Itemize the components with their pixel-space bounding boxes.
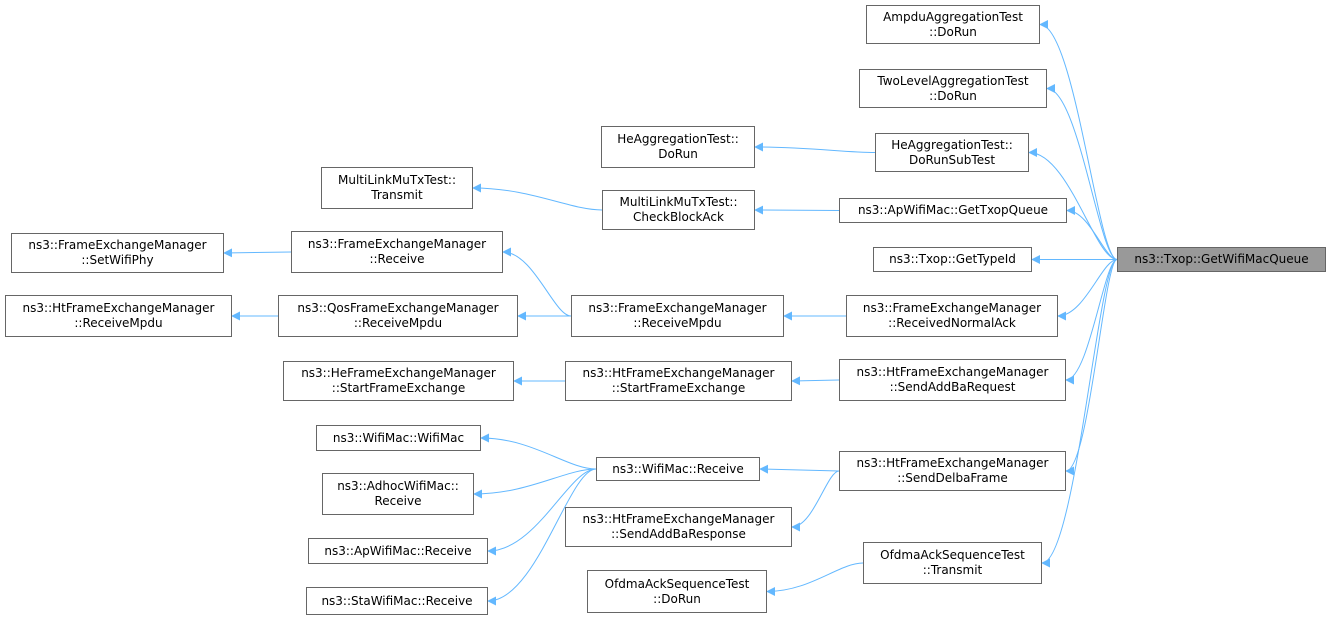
node-label-line: ns3::HtFrameExchangeManager [582,366,775,380]
node-label-line: ns3::WifiMac::WifiMac [332,430,465,445]
call-edge-n11-n10 [502,247,572,317]
call-edge-n1-n0 [1039,20,1118,260]
caller-function-node[interactable]: ns3::HtFrameExchangeManager::SendDelbaFr… [839,451,1066,491]
node-label-line: DoRun [658,147,698,161]
call-edge-n23-n20 [487,468,597,556]
caller-function-node[interactable]: MultiLinkMuTxTest::Transmit [321,167,473,209]
node-label-line: ::ReceivedNormalAck [888,316,1016,330]
call-edge-n24-n20 [487,468,597,606]
call-edge-n2-n0 [1046,84,1118,260]
node-label-line: ::ReceiveMpdu [74,316,163,330]
caller-function-node[interactable]: ns3::ApWifiMac::GetTxopQueue [839,198,1067,223]
node-label-line: ::SendAddBaRequest [889,380,1016,394]
node-label-line: ns3::Txop::GetWifiMacQueue [1134,252,1309,266]
node-label-line: ns3::FrameExchangeManager [862,301,1042,315]
node-label-line: ns3::HtFrameExchangeManager [856,365,1049,379]
caller-function-node[interactable]: AmpduAggregationTest::DoRun [866,5,1040,44]
caller-function-node[interactable]: HeAggregationTest::DoRun [601,126,755,168]
node-label-line: ::DoRun [929,24,977,39]
node-label-line: ns3::StaWifiMac::Receive [321,593,473,608]
node-label-line: ::DoRun [653,591,701,606]
node-label-line: ::ReceiveMpdu [353,316,443,330]
caller-function-node[interactable]: ns3::FrameExchangeManager::Receive [291,231,503,273]
node-label-line: ns3::QosFrameExchangeManager [297,301,499,315]
caller-function-node[interactable]: ns3::FrameExchangeManager::SetWifiPhy [11,233,224,273]
node-label-line: ns3::WifiMac::Receive [612,461,744,476]
node-label-line: ::DoRun [929,88,977,103]
caller-function-node[interactable]: ns3::FrameExchangeManager::ReceivedNorma… [846,295,1058,337]
caller-function-node[interactable]: TwoLevelAggregationTest::DoRun [859,69,1047,108]
node-label-line: ::StartFrameExchange [611,381,746,395]
caller-function-node[interactable]: ns3::StaWifiMac::Receive [306,587,488,615]
node-label-line: MultiLinkMuTxTest:: [337,173,456,187]
caller-function-node[interactable]: ns3::Txop::GetTypeId [873,247,1032,272]
call-edge-n7-n6 [472,183,603,211]
caller-function-node[interactable]: ns3::HtFrameExchangeManager::SendAddBaRe… [839,359,1066,401]
caller-function-node[interactable]: ns3::HtFrameExchangeManager::ReceiveMpdu [5,295,232,337]
call-edge-n3-n0 [1028,148,1118,260]
caller-function-node[interactable]: ns3::WifiMac::Receive [596,457,760,481]
node-label-line: ns3::HtFrameExchangeManager [22,301,215,315]
call-edge-n12-n11 [223,248,292,258]
node-label-line: ns3::FrameExchangeManager [28,238,207,252]
caller-function-node[interactable]: ns3::WifiMac::WifiMac [316,425,481,451]
caller-function-node[interactable]: ns3::QosFrameExchangeManager::ReceiveMpd… [278,295,518,337]
caller-function-node[interactable]: OfdmaAckSequenceTest::DoRun [587,570,767,613]
caller-function-node[interactable]: ns3::FrameExchangeManager::ReceiveMpdu [571,295,784,337]
caller-function-node[interactable]: ns3::AdhocWifiMac::Receive [322,473,474,515]
node-label-line: ns3::FrameExchangeManager [588,301,767,315]
node-label-line: OfdmaAckSequenceTest [604,576,750,591]
node-label-line: ns3::AdhocWifiMac:: [337,479,459,493]
call-edge-n26-n25 [766,562,864,596]
node-label-line: ns3::HtFrameExchangeManager [582,512,775,526]
node-label-line: ::ReceiveMpdu [633,316,722,330]
caller-function-node[interactable]: ns3::HeFrameExchangeManager::StartFrameE… [283,361,514,401]
node-label-line: ns3::Txop::GetTypeId [889,252,1016,266]
node-label-line: ::Receive [369,252,425,266]
caller-function-node[interactable]: ns3::ApWifiMac::Receive [308,538,488,564]
call-edge-n20-n18 [759,464,840,474]
call-edge-n19-n18 [791,470,840,532]
call-edge-n4-n3 [754,142,876,153]
node-label-line: ::SetWifiPhy [81,253,154,267]
node-label-line: ::SendAddBaResponse [611,527,746,541]
node-label-line: CheckBlockAck [633,210,724,224]
caller-function-node[interactable]: OfdmaAckSequenceTest::Transmit [863,542,1042,584]
node-label-line: ns3::HeFrameExchangeManager [301,366,496,380]
node-label-line: ::StartFrameExchange [331,381,466,395]
node-label-line: OfdmaAckSequenceTest [880,548,1025,562]
call-edge-n9-n0 [1057,259,1118,321]
node-label-line: ::SendDelbaFrame [897,471,1008,485]
node-label-line: ns3::ApWifiMac::Receive [324,543,472,558]
node-label-line: MultiLinkMuTxTest:: [619,195,738,209]
node-label-line: AmpduAggregationTest [883,9,1023,24]
node-label-line: HeAggregationTest:: [617,132,739,146]
call-edge-n16-n15 [791,376,840,386]
caller-function-node[interactable]: ns3::HtFrameExchangeManager::SendAddBaRe… [565,507,792,547]
node-label-line: ns3::HtFrameExchangeManager [856,456,1049,470]
call-edge-n6-n5 [754,205,840,215]
node-label-line: ns3::ApWifiMac::GetTxopQueue [857,203,1049,217]
node-label-line: Receive [374,494,422,508]
caller-function-node[interactable]: ns3::HtFrameExchangeManager::StartFrameE… [565,361,792,401]
caller-function-node[interactable]: MultiLinkMuTxTest::CheckBlockAck [602,190,755,230]
call-edge-n25-n0 [1041,259,1118,568]
node-label-line: DoRunSubTest [908,152,996,167]
call-edge-n5-n0 [1066,206,1118,260]
node-label-line: HeAggregationTest:: [891,137,1013,152]
call-edge-n22-n20 [473,468,597,499]
focus-function-node: ns3::Txop::GetWifiMacQueue [1117,247,1326,272]
call-edge-n21-n20 [480,433,597,470]
node-label-line: ::Transmit [922,563,983,577]
call-edge-n18-n0 [1065,259,1118,476]
node-label-line: Transmit [371,188,423,202]
caller-function-node[interactable]: HeAggregationTest::DoRunSubTest [875,133,1029,172]
node-label-line: TwoLevelAggregationTest [877,73,1029,88]
node-label-line: ns3::FrameExchangeManager [307,237,487,251]
